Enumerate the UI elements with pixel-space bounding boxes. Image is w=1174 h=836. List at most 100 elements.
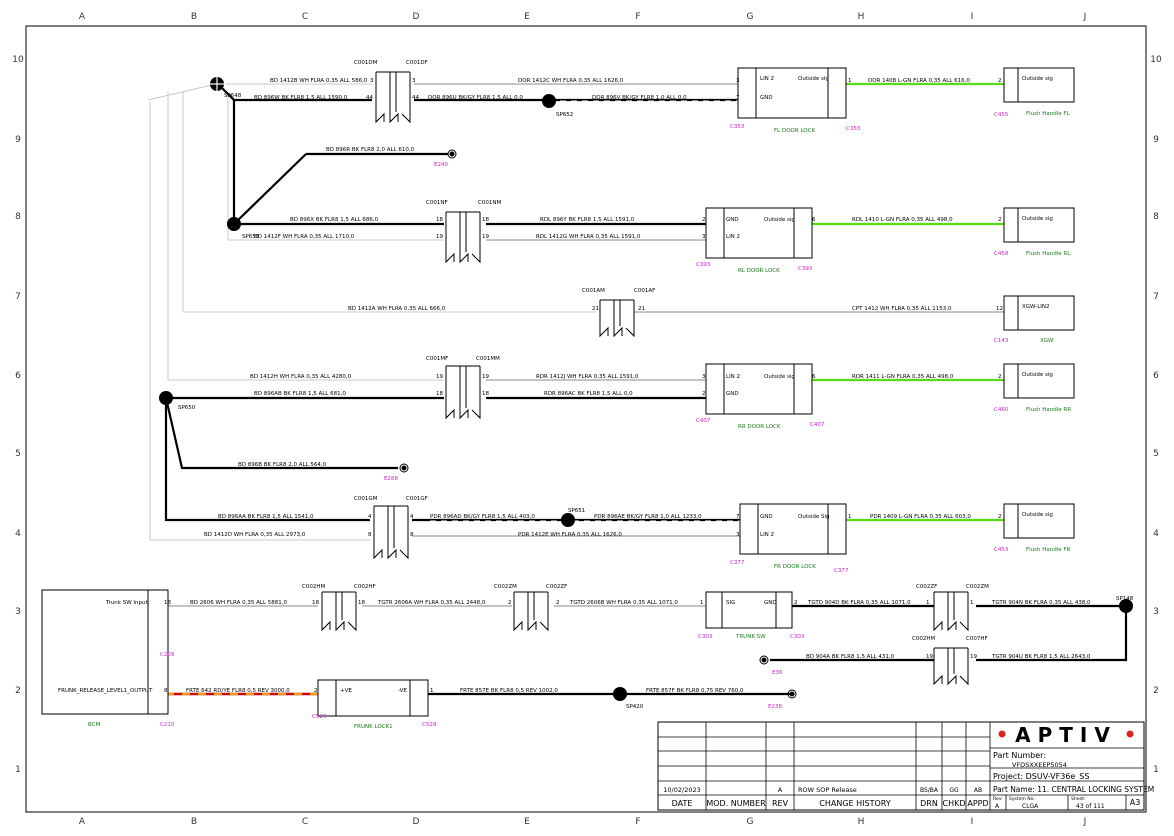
pin-number: 18: [482, 391, 489, 397]
wire-label: TGTD 2606B WH FLRA 0,35 ALL 1071,0: [569, 600, 678, 606]
inline-connector-label: C001AM: [582, 288, 605, 294]
ground-label: E288: [384, 476, 398, 482]
title-block-text: VFDSXXEEP5054: [1012, 761, 1067, 769]
ground-label: E240: [434, 162, 448, 168]
component-text: Outside sig: [764, 374, 795, 380]
inline-connector-label: C002HF: [354, 584, 376, 590]
inline-connector-label: C001MF: [426, 356, 448, 362]
title-block-text: CHKD: [942, 799, 965, 808]
wire-label: PDR 1412E WH FLRA 0,35 ALL 1626,0: [518, 532, 622, 538]
inline-connector-label: C002HM: [302, 584, 325, 590]
pin-number: 18: [164, 600, 171, 606]
inline-connector-shape: [445, 211, 481, 264]
wire-label: BD 896R BK FLR8 2,0 ALL 610,0: [326, 147, 415, 153]
pin-number: 2: [556, 600, 560, 606]
component-text: LIN 2: [760, 76, 774, 82]
grid-col-label: F: [635, 817, 640, 827]
wire-label: BD 1412H WH FLRA 0,35 ALL 4280,0: [250, 374, 352, 380]
component-text: LIN 2: [726, 374, 740, 380]
pin-number: 2: [998, 514, 1002, 520]
connector-id: C377: [834, 568, 849, 574]
component-name: RL DOOR LOCK: [738, 268, 780, 274]
labels: BD 1412B WH FLRA 0,35 ALL 586,0BD 896W B…: [58, 60, 1134, 730]
pin-number: 8: [368, 532, 372, 538]
wire-label: RDR 1411 L-GN FLRA 0,35 ALL 498,0: [852, 374, 954, 380]
pin-number: 21: [592, 306, 599, 312]
wire-label: BD 1412B WH FLRA 0,35 ALL 586,0: [270, 78, 368, 84]
grid-row-label: 9: [15, 135, 21, 145]
wire-label: TGTR 2606A WH FLRA 0,35 ALL 2448,0: [377, 600, 486, 606]
wire-label: BD 1412F WH FLRA 0,35 ALL 1710,0: [254, 234, 355, 240]
pin-number: 1: [430, 688, 434, 694]
connector-id: C453: [994, 547, 1009, 553]
pin-number: 18: [358, 600, 365, 606]
pin-number: 19: [436, 374, 443, 380]
pin-number: 19: [436, 234, 443, 240]
wire-label: RDL 1412G WH FLRA 0,35 ALL 1591,0: [536, 234, 641, 240]
wire-label: PDR 896AE BK/GY FLR8 1,0 ALL 1233,0: [594, 514, 702, 520]
wire-label: RDR 896AC BK FLR8 1,5 ALL 0,0: [544, 391, 633, 397]
component-text: GND: [726, 217, 739, 223]
wire-label: CPT 1412 WH FLRA 0,35 ALL 1153,0: [852, 306, 952, 312]
grid-col-label: A: [79, 12, 86, 22]
inline-connector-label: C007HF: [966, 636, 988, 642]
wire-label: DOR 1408 L-GN FLRA 0,35 ALL 616,0: [868, 78, 970, 84]
grid-col-label: F: [635, 12, 640, 22]
component-text: XGW-LIN2: [1022, 304, 1050, 310]
grid-col-label: D: [413, 817, 420, 827]
title-block-text: CHANGE HISTORY: [819, 799, 891, 808]
pin-number: 19: [482, 234, 489, 240]
component-text: LIN 2: [726, 234, 740, 240]
pin-number: 8: [410, 532, 414, 538]
component-text: GND: [760, 95, 773, 101]
connector-id: C353: [730, 124, 745, 130]
ground-symbols: [399, 149, 797, 699]
pin-number: 3: [736, 532, 740, 538]
pin-number: 1: [926, 600, 930, 606]
connector-id: C209: [160, 652, 175, 658]
component-text: Outside sig: [764, 217, 795, 223]
title-block-text: CLGA: [1022, 803, 1039, 810]
ground-label: E238: [768, 704, 782, 710]
component-name: FR DOOR LOCK: [774, 564, 816, 570]
wire-label: PDR 1409 L-GN FLRA 0,35 ALL 603,0: [870, 514, 971, 520]
grid-col-label: A: [79, 817, 86, 827]
pin-number: 2: [998, 78, 1002, 84]
title-block-text: A: [995, 803, 1000, 810]
connector-id: C353: [846, 126, 861, 132]
wire-label: TGTR 904N BK FLRA 0,35 ALL 438,0: [991, 600, 1091, 606]
title-block-text: Sheet:: [1071, 796, 1086, 802]
pin-number: 7: [736, 95, 740, 101]
wire-label: TGTD 904D BK FLRA 0,35 ALL 1071,0: [807, 600, 911, 606]
grid-col-label: G: [747, 12, 754, 22]
wire-label: FRTE 857E BK FLR8 0,5 REV 1002,0: [460, 688, 558, 694]
pin-number: 19: [482, 374, 489, 380]
component-text: GND: [726, 391, 739, 397]
grid-col-label: C: [302, 817, 308, 827]
wire-label: BD 896B BK FLR8 2,0 ALL 564,0: [238, 462, 327, 468]
pin-number: 6: [812, 374, 816, 380]
inline-connector-shape: [321, 591, 357, 632]
pin-number: 2: [998, 217, 1002, 223]
wire-label: BD 896AA BK FLR8 1,5 ALL 1541,0: [218, 514, 314, 520]
inline-connector-label: C001GM: [354, 496, 378, 502]
pin-number: 8: [164, 688, 168, 694]
pin-number: 3: [736, 78, 740, 84]
connector-id: C529: [422, 722, 437, 728]
title-block-text: MOD. NUMBER: [706, 799, 766, 808]
grid-row-label: 6: [1153, 371, 1159, 381]
grid-row-label: 2: [1153, 686, 1159, 696]
grid-row-label: 5: [1153, 449, 1159, 459]
grid-row-label: 6: [15, 371, 21, 381]
connector-id: C407: [810, 422, 825, 428]
pin-number: 3: [412, 78, 416, 84]
component-name: Flush Handle RL: [1026, 251, 1071, 257]
title-block-text: 10/02/2023: [663, 786, 700, 794]
splice-label: SP652: [556, 112, 573, 118]
grid-col-label: E: [524, 817, 530, 827]
wire-label: PDR 896AD BK/GY FLR8 1,5 ALL 403,0: [430, 514, 535, 520]
pin-number: 2: [314, 688, 318, 694]
